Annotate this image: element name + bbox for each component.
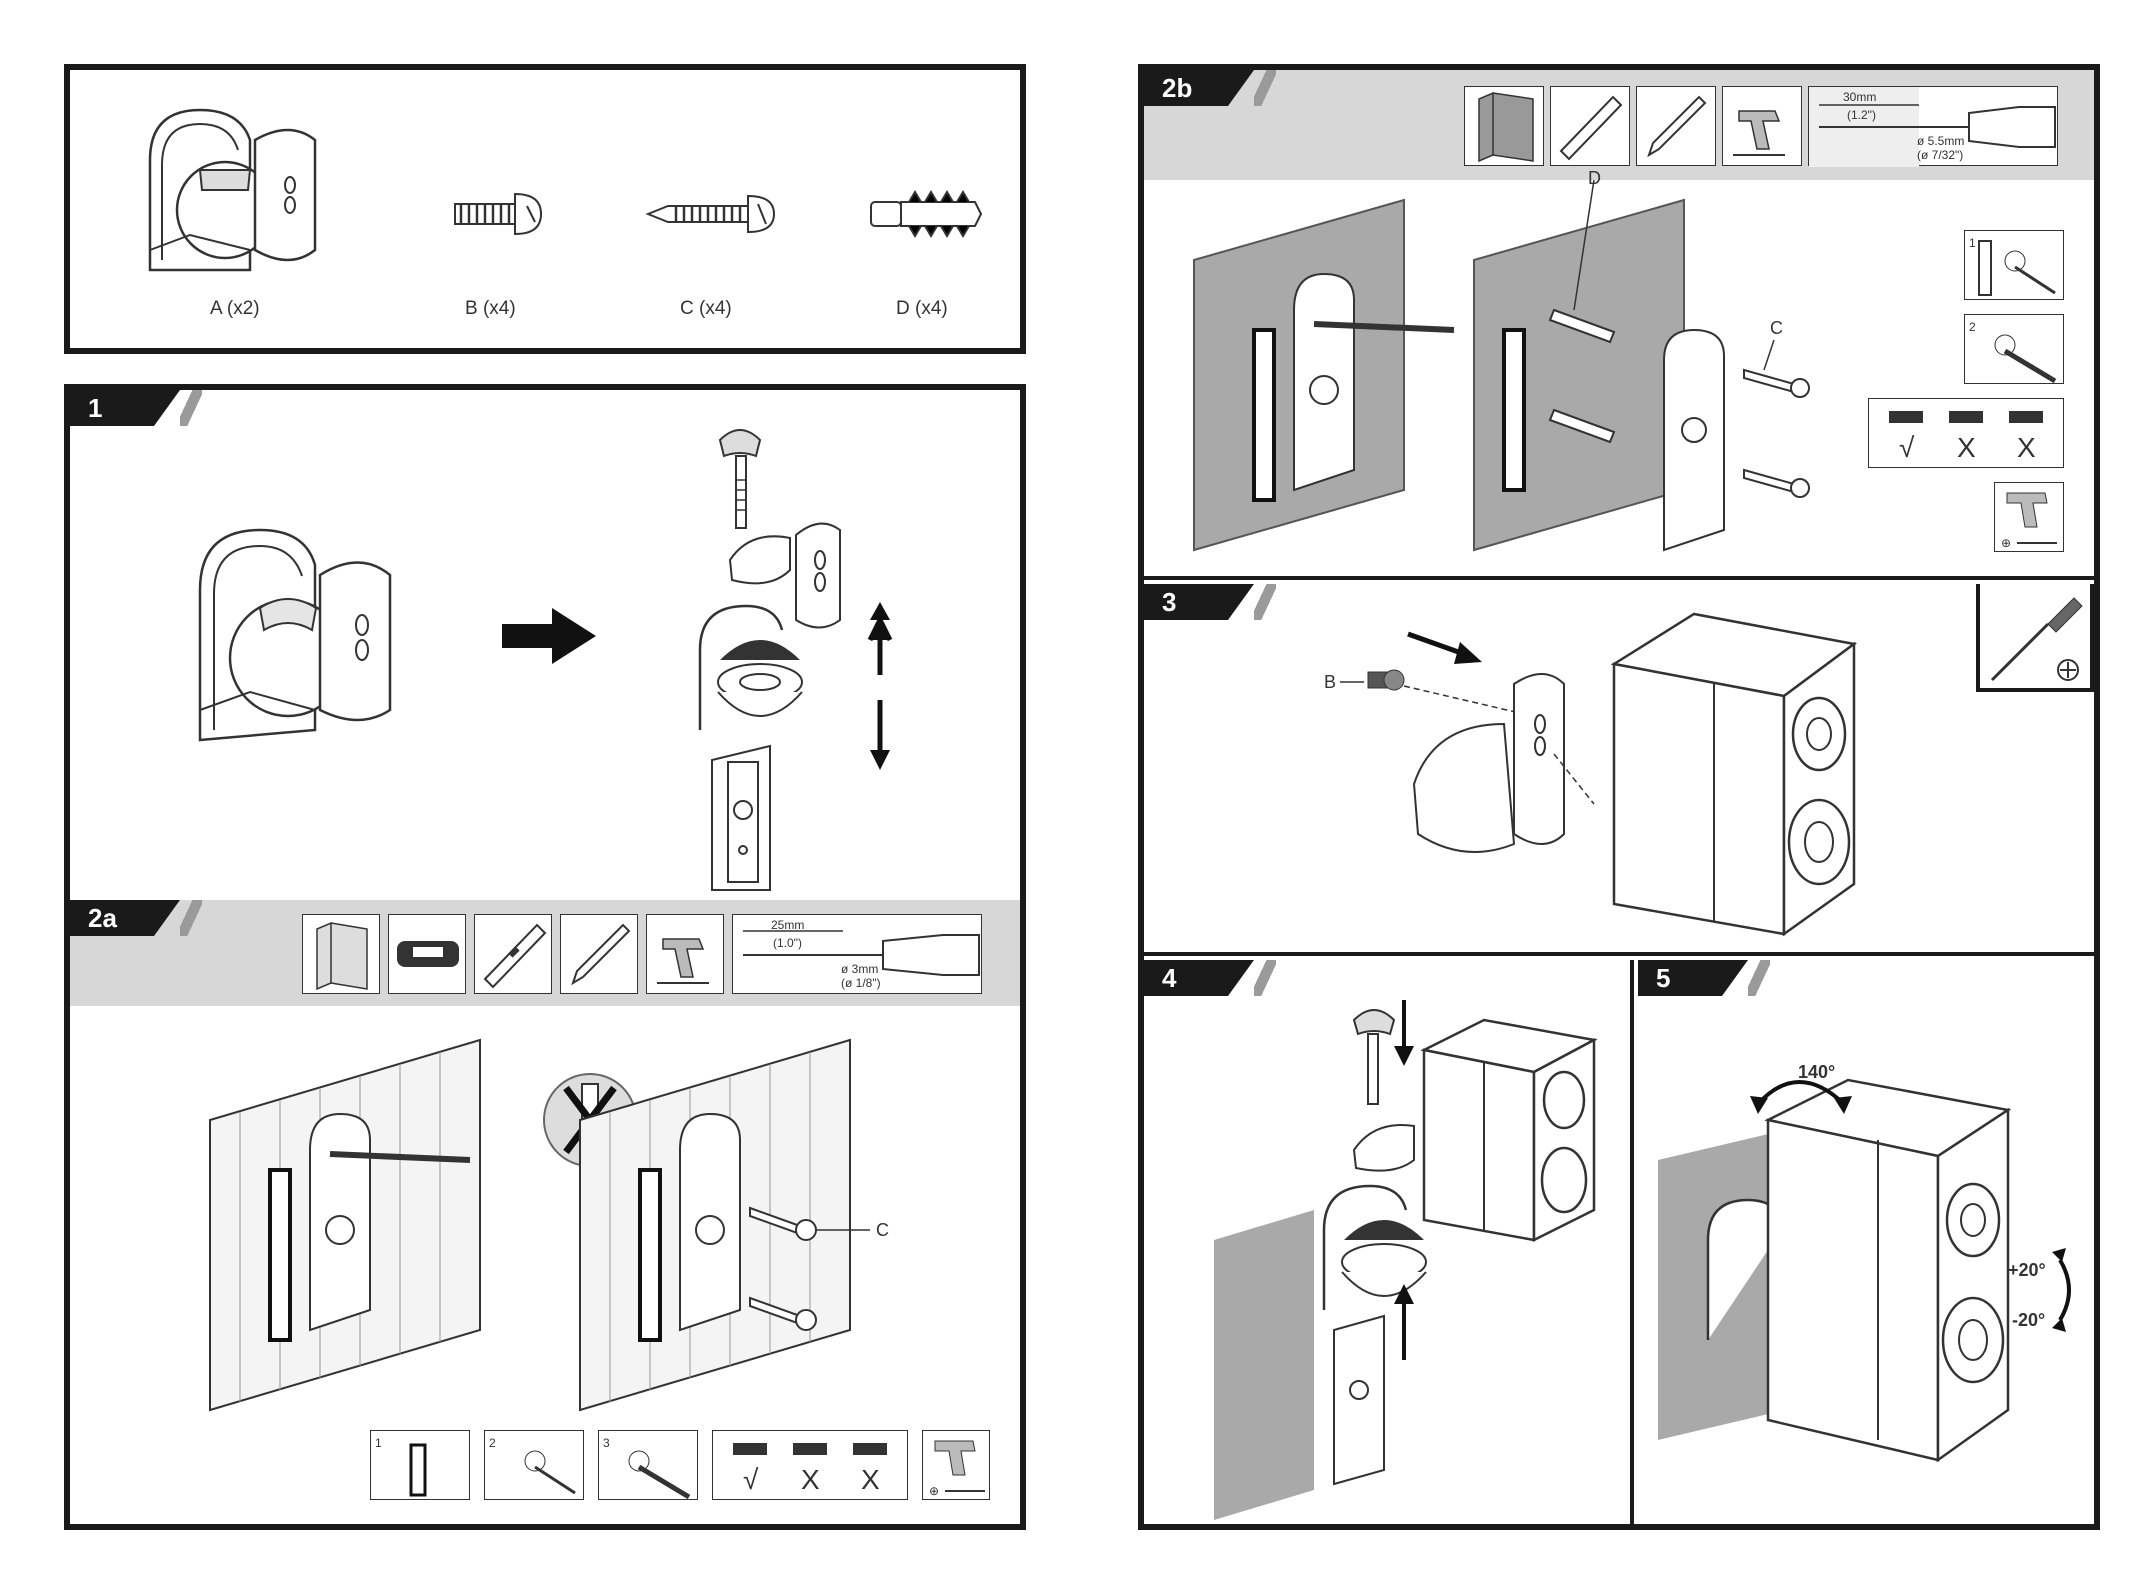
svg-text:B: B [1324,672,1336,692]
drill-depth-diagram: 25mm (1.0") ø 3mm (ø 1/8") [732,914,982,994]
svg-text:1: 1 [375,1436,382,1450]
svg-text:√: √ [1899,432,1915,463]
svg-text:X: X [861,1464,880,1495]
svg-text:C: C [876,1220,889,1240]
step-5-badge: 5 [1638,960,1722,996]
part-d-label: D (x4) [896,298,948,320]
level-check-icon: √ X X [1868,398,2064,468]
stud-finder-icon [388,914,466,994]
assembled-bracket-illustration [180,520,400,750]
step-2b-section: 2b 30mm (1.2") ø 5.5mm (ø 7/32") [1144,70,2094,580]
machine-screw-icon [455,190,545,240]
spirit-level-icon [474,914,552,994]
substep-3-icon: 3 [598,1430,698,1500]
rotation-angle-label: 140° [1798,1062,1835,1083]
substep-2-icon: 2 [484,1430,584,1500]
step-5-section: 5 140° +20° -20° [1638,960,2094,1530]
svg-text:⊕: ⊕ [2001,536,2011,550]
svg-text:X: X [1957,432,1976,463]
wall-plug-icon [865,188,985,242]
drywall-icon [302,914,380,994]
spirit-level-icon [1550,86,1630,166]
concrete-plug-screw-illustration: D C [1464,170,1824,580]
step-2b-badge: 2b [1144,70,1228,106]
drill-screwdriver-icon: ⊕ [922,1430,990,1500]
speaker-illustration [1604,604,1864,944]
step-4-section: 4 [1144,960,1634,1530]
phillips-screwdriver-icon [1976,584,2094,692]
svg-text:25mm: 25mm [771,918,804,932]
svg-text:(ø 1/8"): (ø 1/8") [841,976,881,990]
concrete-marking-illustration [1184,190,1484,570]
svg-text:ø 3mm: ø 3mm [841,962,878,976]
drill-icon [646,914,724,994]
exploded-bracket-illustration [670,420,930,890]
part-c-label: C (x4) [680,298,732,320]
svg-text:X: X [2017,432,2036,463]
svg-text:(1.0"): (1.0") [773,936,802,950]
part-b-label: B (x4) [465,298,516,320]
svg-text:(ø 7/32"): (ø 7/32") [1917,148,1963,162]
svg-text:3: 3 [603,1436,610,1450]
svg-text:2: 2 [1969,320,1976,334]
drywall-screw-illustration: C [570,1030,950,1430]
mount-speaker-illustration [1204,990,1604,1520]
substep-1-icon: 1 [1964,230,2064,300]
drywall-marking-illustration [200,1030,500,1430]
step-3-badge: 3 [1144,584,1228,620]
step-1-section: 1 [70,390,1020,900]
svg-text:(1.2"): (1.2") [1847,108,1876,122]
arrow-right-icon [500,606,600,666]
drill-screwdriver-icon: ⊕ [1994,482,2064,552]
step-1-badge: 1 [70,390,154,426]
tilt-up-label: +20° [2008,1260,2046,1281]
svg-text:X: X [801,1464,820,1495]
svg-text:30mm: 30mm [1843,90,1876,104]
drill-depth-diagram: 30mm (1.2") ø 5.5mm (ø 7/32") [1808,86,2058,166]
concrete-wall-icon [1464,86,1544,166]
bracket-icon [130,100,330,280]
wood-screw-icon [648,190,778,240]
svg-text:√: √ [743,1464,759,1495]
substep-1-icon: 1 [370,1430,470,1500]
drill-icon [1722,86,1802,166]
parts-list-panel: A (x2) B (x4) C (x4) D (x4) [64,64,1026,354]
svg-text:ø 5.5mm: ø 5.5mm [1917,134,1964,148]
svg-text:D: D [1588,168,1601,188]
tilt-down-label: -20° [2012,1310,2045,1331]
svg-text:1: 1 [1969,236,1976,250]
pencil-icon [1636,86,1716,166]
svg-text:C: C [1770,318,1783,338]
steps-1-2a-panel: 1 [64,384,1026,1530]
pencil-icon [560,914,638,994]
steps-2b-5-panel: 2b 30mm (1.2") ø 5.5mm (ø 7/32") [1138,64,2100,1530]
svg-text:⊕: ⊕ [929,1484,939,1498]
step-2a-badge: 2a [70,900,154,936]
part-a-label: A (x2) [210,298,260,320]
substep-2-icon: 2 [1964,314,2064,384]
bracket-top-illustration [1404,664,1594,884]
step-3-section: 3 B [1144,584,2094,956]
svg-text:2: 2 [489,1436,496,1450]
step-2a-section: 2a 25mm (1.0") ø 3mm (ø 1/8") [70,900,1020,1530]
level-check-icon: √ X X [712,1430,908,1500]
